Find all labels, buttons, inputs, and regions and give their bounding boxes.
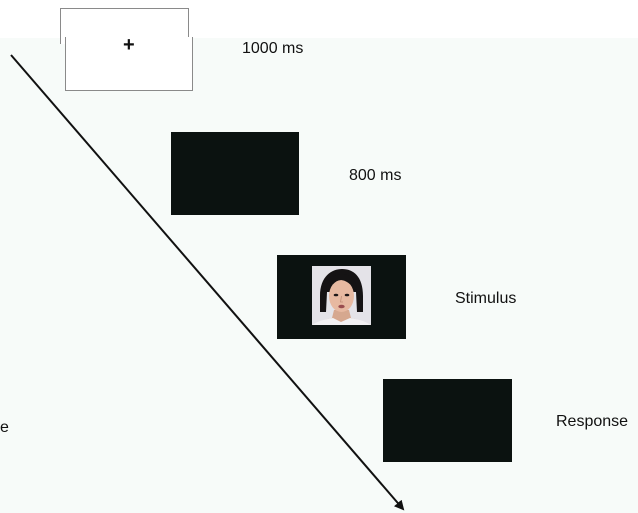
stimulus-screen xyxy=(277,255,406,339)
cropped-left-label-fragment: e xyxy=(0,419,9,436)
response-label: Response xyxy=(556,413,629,430)
fixation-duration-label: 1000 ms xyxy=(242,40,304,57)
fixation-screen: + xyxy=(65,34,193,91)
fixation-cross: + xyxy=(123,34,135,56)
response-screen xyxy=(383,379,512,462)
blank-screen xyxy=(171,132,299,215)
time-arrow-line xyxy=(10,54,405,511)
blank-duration-label: 800 ms xyxy=(349,167,402,184)
face-photo xyxy=(312,266,371,325)
face-illustration xyxy=(312,266,371,325)
stimulus-label: Stimulus xyxy=(455,290,517,307)
